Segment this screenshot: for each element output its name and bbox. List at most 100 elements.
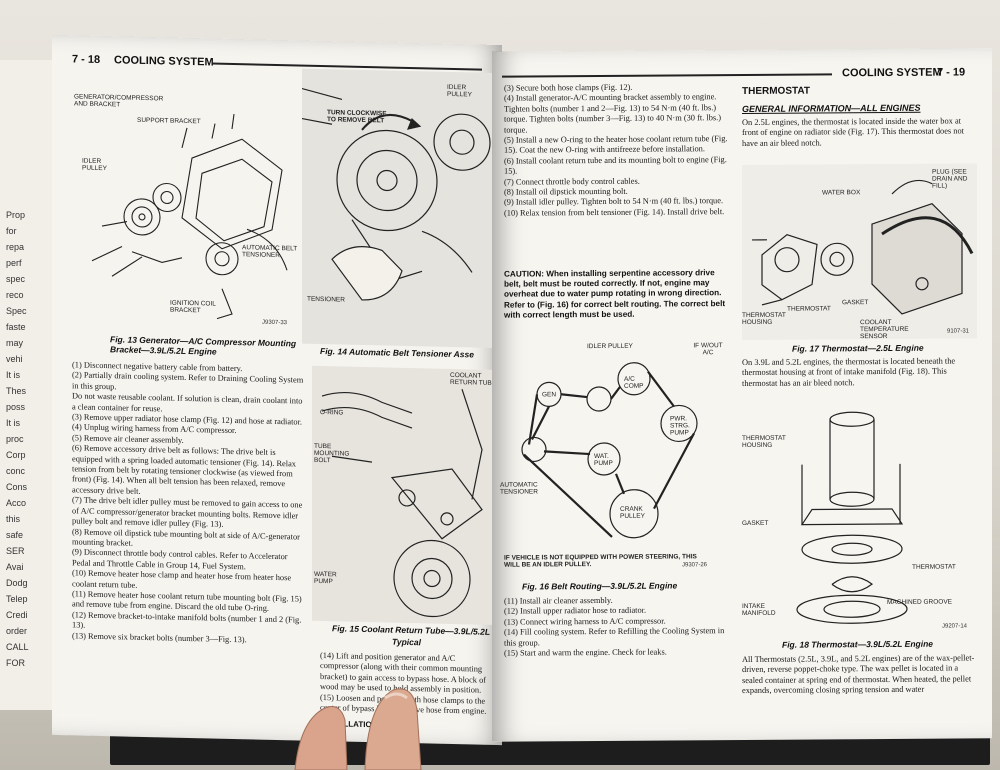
underlying-text-fragment: order: [6, 626, 28, 636]
underlying-text-fragment: safe: [6, 530, 24, 540]
fig13-label-idler-pulley: IDLER PULLEY: [82, 157, 107, 173]
underlying-text-fragment: CALL: [6, 642, 29, 652]
figure-18-illustration: [742, 403, 977, 630]
underlying-text-fragment: Acco: [6, 498, 27, 508]
underlying-text-fragment: proc: [6, 434, 24, 444]
left-page: 7 - 18 COOLING SYSTEM: [52, 34, 502, 746]
fig13-caption: Fig. 13 Generator—A/C Compressor Mountin…: [110, 334, 297, 357]
fig16-code: J9307-26: [682, 562, 708, 569]
fig18-label-gasket: GASKET: [742, 519, 769, 527]
underlying-text-fragment: perf: [6, 258, 22, 268]
figure-14-illustration: [301, 68, 502, 349]
underlying-text-fragment: Prop: [6, 210, 26, 220]
thermostat-title: THERMOSTAT: [742, 85, 810, 97]
fig16-label-tensioner: AUTOMATIC TENSIONER: [500, 481, 538, 496]
fig16-label-idler: IDLER PULLEY: [587, 342, 633, 351]
underlying-text-fragment: Cons: [6, 482, 28, 492]
right-header-rule: [502, 73, 832, 78]
underlying-text-fragment: Avai: [6, 562, 24, 572]
general-info-title: GENERAL INFORMATION—ALL ENGINES: [742, 102, 921, 114]
fig17-label-sensor: COOLANT TEMPERATURE SENSOR: [860, 318, 909, 341]
fig13-code: J9307-33: [262, 319, 288, 327]
figure-13-drawing: [91, 113, 288, 320]
fig17-label-thermostat: THERMOSTAT: [787, 305, 831, 313]
fig14-caption: Fig. 14 Automatic Belt Tensioner Asse: [320, 345, 474, 360]
figure-15-drawing: [321, 389, 483, 618]
left-body-paragraph: (6) Remove accessory drive belt as follo…: [72, 443, 296, 496]
left-page-number: 7 - 18: [72, 53, 101, 66]
caution-note: CAUTION: When installing serpentine acce…: [504, 268, 726, 320]
right-col1-paragraph: (6) Install coolant return tube and its …: [504, 154, 727, 176]
underlying-text-fragment: It is: [6, 370, 21, 380]
fig18-label-groove: MACHINED GROOVE: [887, 598, 953, 606]
underlying-text-fragment: poss: [6, 402, 26, 412]
fig18-code: J9207-14: [942, 623, 968, 630]
fig16-label-ps: PWR. STRG. PUMP: [670, 415, 690, 437]
fig13-label-tensioner: AUTOMATIC BELT TENSIONER: [242, 244, 298, 260]
right-col1-paragraph: (10) Relax tension from belt tensioner (…: [504, 206, 725, 218]
fig16-label-gen: GEN: [542, 391, 557, 399]
right-col1-text-after: (11) Install air cleaner assembly.(12) I…: [504, 595, 729, 659]
fig17-caption: Fig. 17 Thermostat—2.5L Engine: [792, 342, 924, 354]
underlying-text-fragment: It is: [6, 418, 21, 428]
figure-17-drawing: [752, 179, 974, 315]
thermostat-intro: On 2.5L engines, the thermostat is locat…: [742, 116, 964, 148]
fig15-caption: Fig. 15 Coolant Return Tube—3.9L/5.2L: [332, 623, 491, 637]
underlying-text-fragment: spec: [6, 274, 26, 284]
right-page-number: 7 - 19: [937, 66, 966, 79]
fig18-label-manifold: INTAKE MANIFOLD: [742, 602, 776, 617]
left-section-header: COOLING SYSTEM: [114, 54, 214, 69]
underlying-text-fragment: Thes: [6, 386, 27, 396]
underlying-text-fragment: this: [6, 514, 21, 524]
fig14-label-idler: IDLER PULLEY: [447, 83, 472, 99]
fig16-caption: Fig. 16 Belt Routing—3.9L/5.2L Engine: [522, 580, 678, 592]
underlying-text-fragment: Dodg: [6, 578, 28, 588]
figure-14-drawing: [301, 87, 491, 301]
underlying-text-fragment: conc: [6, 466, 26, 476]
underlying-text-fragment: repa: [6, 242, 25, 252]
fig17-label-housing: THERMOSTAT HOUSING: [742, 311, 786, 326]
fig17-label-gasket: GASKET: [842, 299, 869, 307]
fig14-label-tensioner: TENSIONER: [307, 295, 345, 304]
fig16-note: IF VEHICLE IS NOT EQUIPPED WITH POWER ST…: [504, 553, 697, 569]
fig15-label-oring: O-RING: [320, 408, 344, 417]
fig17-code: 9107-31: [947, 328, 970, 335]
figure-16-diagram: [504, 338, 729, 550]
underlying-text-fragment: FOR: [6, 658, 25, 668]
fig13-label-generator: GENERATOR/COMPRESSOR AND BRACKET: [74, 93, 164, 109]
underlying-text-fragment: vehi: [6, 354, 23, 364]
figure-18-drawing: [796, 411, 908, 624]
hand-photo: [294, 688, 422, 770]
fig18-label-housing: THERMOSTAT HOUSING: [742, 434, 786, 449]
figure-17-illustration: [742, 163, 977, 340]
fig15-caption-typical: Typical: [392, 636, 421, 648]
fig16-label-ac: A/C COMP: [624, 375, 644, 390]
right-col1-after-paragraph: (14) Fill cooling system. Refer to Refil…: [504, 626, 725, 648]
right-col1-paragraph: (5) Install a new O-ring to the heater h…: [504, 134, 728, 156]
underlying-text-fragment: reco: [6, 290, 24, 300]
fig14-label-turn: TURN CLOCKWISE TO REMOVE BELT: [327, 109, 387, 125]
left-body-paragraph: (7) The drive belt idler pulley must be …: [72, 495, 303, 529]
thermostat-end: All Thermostats (2.5L, 3.9L, and 5.2L en…: [742, 653, 975, 696]
fig13-label-ignition: IGNITION COIL BRACKET: [170, 299, 216, 315]
figure-15-illustration: [312, 365, 502, 626]
figure-13-illustration: [72, 85, 302, 330]
right-col1-text: (3) Secure both hose clamps (Fig. 12).(4…: [504, 82, 729, 219]
right-section-header: COOLING SYSTEM: [842, 66, 942, 80]
figure-16-drawing: [521, 362, 698, 539]
thermostat-mid: On 3.9L and 5.2L engines, the thermostat…: [742, 356, 956, 388]
right-col1-paragraph: (4) Install generator-A/C mounting brack…: [504, 92, 722, 135]
fig16-label-wat: WAT. PUMP: [594, 452, 613, 468]
fig16-label-no-ac: IF W/OUT A/C: [693, 342, 723, 357]
right-col1-after-paragraph: (15) Start and warm the engine. Check fo…: [504, 647, 667, 658]
underlying-text-fragment: for: [6, 226, 17, 236]
fig17-label-waterbox: WATER BOX: [822, 189, 861, 197]
left-body-text: (1) Disconnect negative battery cable fr…: [72, 360, 304, 646]
fig18-caption: Fig. 18 Thermostat—3.9L/5.2L Engine: [782, 638, 933, 650]
right-page: COOLING SYSTEM 7 - 19 (3) Secure both ho…: [492, 48, 992, 742]
underlying-text-fragment: Credi: [6, 610, 28, 620]
fig15-label-bolt: TUBE MOUNTING BOLT: [314, 442, 350, 465]
fig15-label-pump: WATER PUMP: [314, 570, 337, 586]
underlying-text-fragment: Corp: [6, 450, 26, 460]
